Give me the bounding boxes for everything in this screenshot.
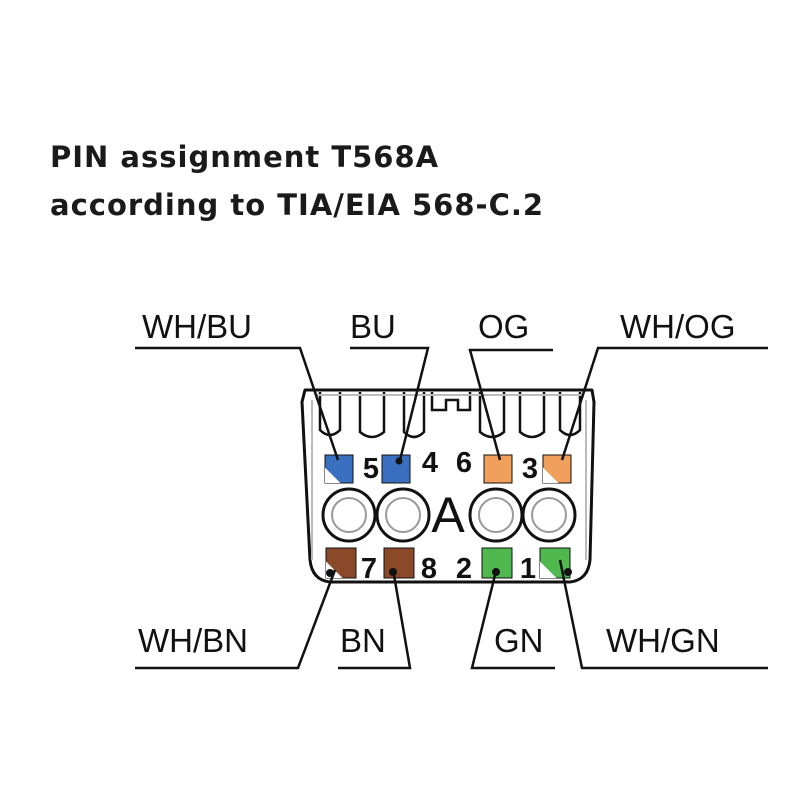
- connector-body: [300, 388, 596, 584]
- label-wh-bu: WH/BU: [142, 308, 252, 345]
- label-wh-bn: WH/BN: [138, 622, 248, 659]
- leader-wh-gn: [558, 559, 768, 670]
- wire-holes: [321, 487, 577, 543]
- label-gn: GN: [494, 622, 544, 659]
- leader-wh-og: [560, 346, 768, 461]
- stripe-mark: [325, 467, 341, 483]
- title-line-1: PIN assignment T568A: [50, 140, 440, 174]
- jack-label: A: [431, 487, 465, 543]
- label-wh-gn: WH/GN: [606, 622, 720, 659]
- leader-gn: [470, 574, 555, 670]
- pin-number-6: 6: [456, 447, 472, 479]
- leader-bu: [350, 346, 430, 461]
- pin-markers-top: [324, 454, 572, 484]
- wire-hole-1: [321, 487, 377, 543]
- label-bu: BU: [350, 308, 396, 345]
- stripe-mark: [540, 561, 557, 578]
- idc-slots: [318, 392, 582, 439]
- pin-number-5: 5: [363, 453, 379, 485]
- pin-number-4: 4: [422, 447, 438, 479]
- wire-hole-3: [468, 487, 524, 543]
- pin-marker-og: [483, 454, 513, 484]
- pin-marker-bn: [383, 547, 415, 579]
- pin-number-3: 3: [522, 453, 538, 485]
- connector-shading: [311, 394, 587, 560]
- leader-wh-bn: [135, 569, 337, 670]
- pin-number-2: 2: [456, 553, 472, 585]
- wire-hole-2: [375, 487, 431, 543]
- pin-number-7: 7: [361, 553, 377, 585]
- label-wh-og: WH/OG: [620, 308, 735, 345]
- leader-bn: [338, 574, 412, 670]
- wire-hole-4: [521, 487, 577, 543]
- leader-og: [468, 348, 553, 461]
- label-og: OG: [478, 308, 529, 345]
- pin-numbers: 5 4 6 3 7 8 2 1: [361, 447, 538, 585]
- leader-lines: [135, 346, 768, 670]
- leader-wh-bu: [135, 346, 340, 461]
- title-line-2: according to TIA/EIA 568-C.2: [50, 188, 545, 222]
- pin-number-1: 1: [520, 553, 536, 585]
- wire-labels: WH/BU BU OG WH/OG WH/BN BN GN WH/GN: [138, 308, 735, 659]
- stripe-mark: [543, 467, 559, 483]
- label-bn: BN: [340, 622, 386, 659]
- pin-number-8: 8: [421, 553, 437, 585]
